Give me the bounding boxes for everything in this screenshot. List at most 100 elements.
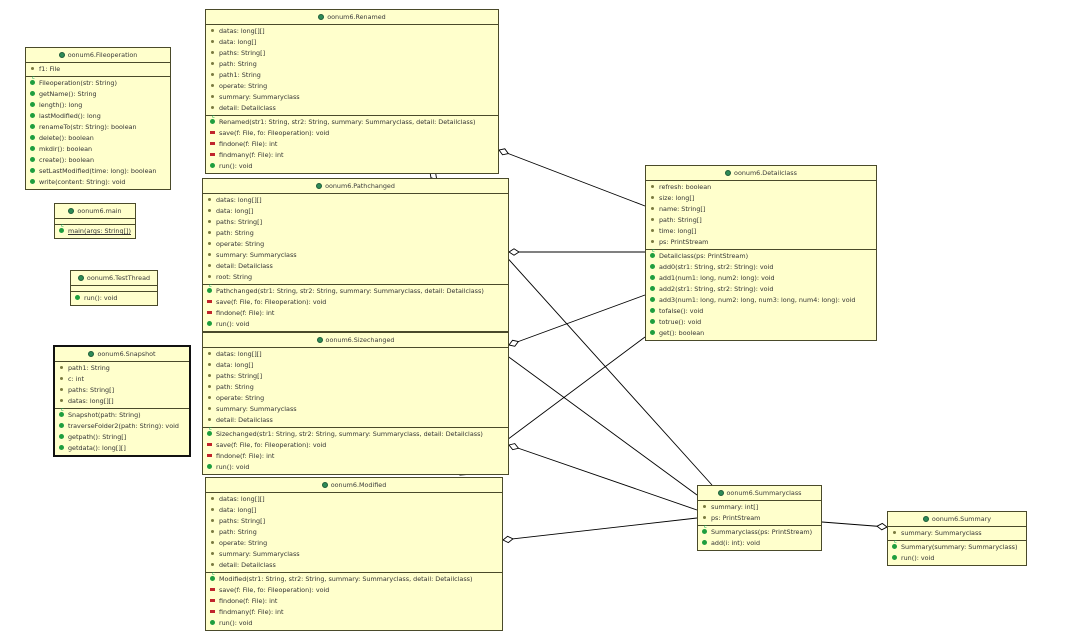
method-row: traverseFolder2(path: String): void bbox=[55, 421, 189, 432]
field-text: data: long[] bbox=[216, 361, 254, 369]
class-icon bbox=[77, 275, 84, 281]
methods-section: Sizechanged(str1: String, str2: String, … bbox=[203, 427, 508, 474]
class-header: oonum6.main bbox=[55, 204, 135, 219]
method-text: getName(): String bbox=[39, 90, 97, 98]
class-title: oonum6.Modified bbox=[330, 481, 387, 489]
field-row: f1: File bbox=[26, 64, 170, 75]
public-icon bbox=[58, 444, 65, 451]
method-text: Summaryclass(ps: PrintStream) bbox=[711, 528, 813, 536]
association-line bbox=[821, 521, 888, 528]
class-icon bbox=[88, 351, 95, 357]
field-icon bbox=[701, 514, 708, 521]
public-icon bbox=[58, 422, 65, 429]
method-text: lastModified(): long bbox=[39, 112, 101, 120]
field-icon bbox=[58, 397, 65, 404]
field-icon bbox=[891, 529, 898, 536]
class-box-testthread[interactable]: oonum6.TestThread run(): void bbox=[70, 270, 158, 306]
ctor-icon bbox=[209, 115, 216, 125]
method-row: add1(num1: long, num2: long): void bbox=[646, 273, 876, 284]
field-text: name: String[] bbox=[659, 205, 706, 213]
methods-section: Renamed(str1: String, str2: String, summ… bbox=[206, 115, 498, 173]
field-row: path: String bbox=[206, 59, 498, 70]
field-text: f1: File bbox=[39, 65, 61, 73]
methods-section: Modified(str1: String, str2: String, sum… bbox=[206, 572, 502, 630]
method-row: findmany(f: File): int bbox=[206, 607, 502, 618]
field-icon bbox=[701, 503, 708, 510]
field-text: paths: String[] bbox=[68, 386, 115, 394]
field-icon bbox=[209, 495, 216, 502]
ctor-icon bbox=[206, 427, 213, 437]
methods-section: main(args: String[]) bbox=[55, 224, 135, 238]
class-header: oonum6.TestThread bbox=[71, 271, 157, 286]
field-row: time: long[] bbox=[646, 226, 876, 237]
field-text: detail: Detailclass bbox=[216, 262, 273, 270]
field-icon bbox=[206, 229, 213, 236]
class-title: oonum6.Snapshot bbox=[97, 350, 156, 358]
field-text: time: long[] bbox=[659, 227, 697, 235]
method-text: Snapshot(path: String) bbox=[68, 411, 141, 419]
class-icon bbox=[321, 482, 328, 488]
private-icon bbox=[206, 298, 213, 305]
ctor-icon bbox=[29, 76, 36, 86]
fields-section: datas: long[][]data: long[]paths: String… bbox=[203, 194, 508, 284]
private-icon bbox=[209, 608, 216, 615]
public-icon bbox=[29, 123, 36, 130]
field-text: path: String bbox=[216, 383, 254, 391]
private-icon bbox=[209, 140, 216, 147]
aggregation-diamond bbox=[508, 248, 520, 256]
methods-section: Snapshot(path: String) traverseFolder2(pa… bbox=[55, 408, 189, 455]
field-row: paths: String[] bbox=[203, 371, 508, 382]
method-text: run(): void bbox=[84, 294, 118, 302]
field-icon bbox=[209, 539, 216, 546]
field-icon bbox=[58, 375, 65, 382]
class-icon bbox=[68, 208, 75, 214]
ctor-icon bbox=[206, 284, 213, 294]
field-icon bbox=[206, 383, 213, 390]
methods-section: Fileoperation(str: String) getName(): Str… bbox=[26, 76, 170, 189]
method-row: write(content: String): void bbox=[26, 177, 170, 188]
field-row: summary: int[] bbox=[698, 502, 821, 513]
field-icon bbox=[209, 82, 216, 89]
public-icon bbox=[649, 274, 656, 281]
methods-section: Summary(summary: Summaryclass)run(): voi… bbox=[888, 540, 1026, 565]
field-row: datas: long[][] bbox=[206, 494, 502, 505]
method-text: Fileoperation(str: String) bbox=[39, 79, 117, 87]
public-icon bbox=[649, 263, 656, 270]
field-text: summary: Summaryclass bbox=[901, 529, 982, 537]
field-text: path: String[] bbox=[659, 216, 702, 224]
field-icon bbox=[206, 262, 213, 269]
field-row: path: String[] bbox=[646, 215, 876, 226]
field-text: datas: long[][] bbox=[216, 196, 262, 204]
method-text: length(): long bbox=[39, 101, 83, 109]
method-row: Summary(summary: Summaryclass) bbox=[888, 540, 1026, 553]
field-row: datas: long[][] bbox=[55, 396, 189, 407]
method-row: add(i: int): void bbox=[698, 538, 821, 549]
field-text: operate: String bbox=[216, 394, 265, 402]
method-text: run(): void bbox=[216, 463, 250, 471]
method-row: findone(f: File): int bbox=[203, 451, 508, 462]
field-text: datas: long[][] bbox=[216, 350, 262, 358]
method-row: tofalse(): void bbox=[646, 306, 876, 317]
field-icon bbox=[206, 416, 213, 423]
association-line bbox=[508, 294, 646, 346]
method-text: create(): boolean bbox=[39, 156, 95, 164]
field-text: refresh: boolean bbox=[659, 183, 712, 191]
class-box-main[interactable]: oonum6.main main(args: String[]) bbox=[54, 203, 136, 239]
field-text: data: long[] bbox=[216, 207, 254, 215]
public-icon bbox=[29, 101, 36, 108]
public-icon bbox=[209, 619, 216, 626]
method-text: mkdir(): boolean bbox=[39, 145, 93, 153]
field-text: operate: String bbox=[216, 240, 265, 248]
class-box-fileoperation[interactable]: oonum6.Fileoperation f1: FileFileoperatio… bbox=[25, 47, 171, 190]
method-row: mkdir(): boolean bbox=[26, 144, 170, 155]
method-row: add0(str1: String, str2: String): void bbox=[646, 262, 876, 273]
class-header: oonum6.Fileoperation bbox=[26, 48, 170, 63]
